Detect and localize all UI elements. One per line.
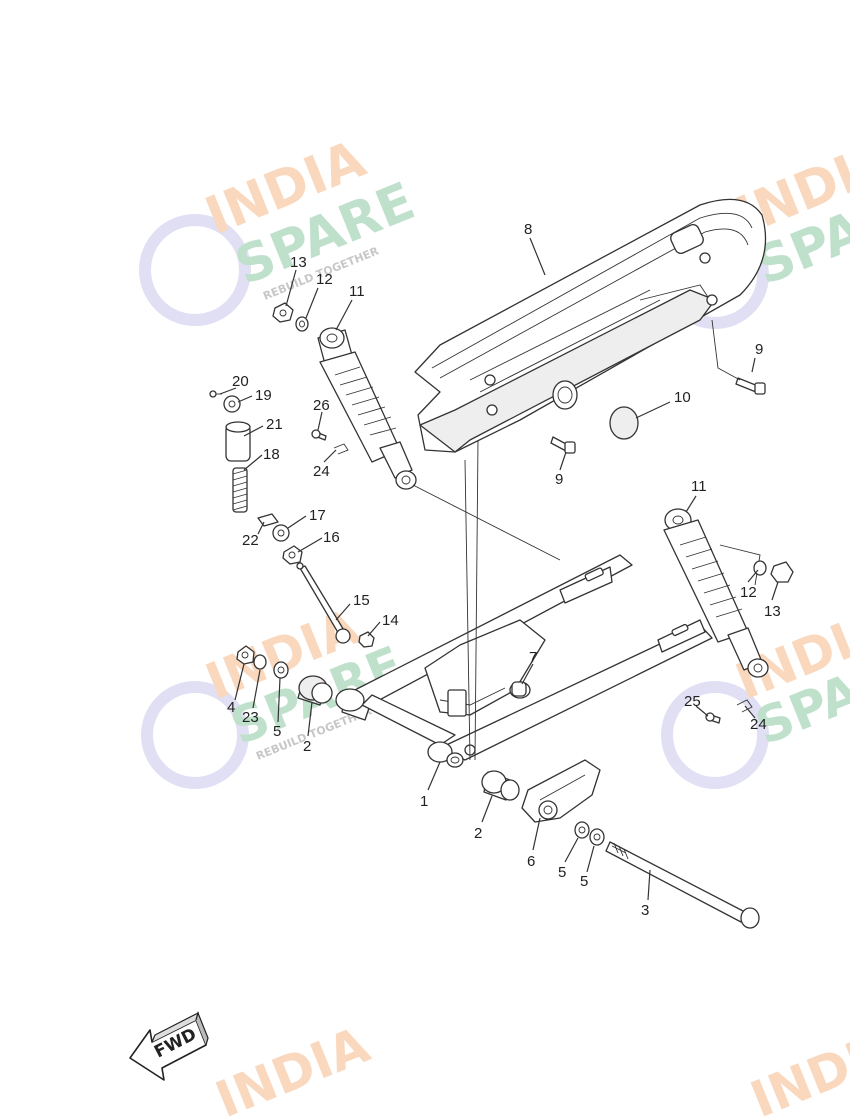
callout-14: 14 xyxy=(382,612,399,629)
damper-21 xyxy=(225,421,251,462)
washer-5-right-b xyxy=(589,828,605,846)
callout-9-top: 9 xyxy=(755,341,763,358)
rubber-stop-7 xyxy=(509,681,531,699)
adjuster-bolt-15 xyxy=(296,562,351,644)
callout-2-right: 2 xyxy=(474,825,482,842)
nut-13-right xyxy=(770,561,794,583)
callout-1: 1 xyxy=(420,793,428,810)
watermark-bottom: INDIA INDIA xyxy=(208,1016,850,1118)
watermark-line1: INDIA xyxy=(743,1016,850,1118)
callout-25: 25 xyxy=(684,693,701,710)
callout-21: 21 xyxy=(266,416,283,433)
callout-18: 18 xyxy=(263,446,280,463)
rear-shock-left xyxy=(317,327,417,490)
wrench-logo-icon xyxy=(661,681,769,789)
grommet-10 xyxy=(552,380,639,440)
watermark-top-left: INDIA SPARE REBUILD TOGETHER xyxy=(139,129,423,326)
callout-13-left: 13 xyxy=(290,254,307,271)
callout-10: 10 xyxy=(674,389,691,406)
holder-19 xyxy=(223,395,241,413)
callout-11-left: 11 xyxy=(349,283,365,300)
callout-4: 4 xyxy=(227,699,235,716)
clip-24-right xyxy=(736,699,753,713)
fwd-arrow-icon: FWD xyxy=(129,1011,209,1081)
nut-14 xyxy=(358,631,375,648)
washer-5-right-a xyxy=(574,821,590,839)
callout-19: 19 xyxy=(255,387,272,404)
chain-case xyxy=(414,198,767,453)
callout-9-bottom: 9 xyxy=(555,471,563,488)
washer-5-left xyxy=(273,661,289,679)
callout-17: 17 xyxy=(309,507,326,524)
callout-12-left: 12 xyxy=(316,271,333,288)
callout-16: 16 xyxy=(323,529,340,546)
callout-11-right: 11 xyxy=(691,478,707,495)
callout-6: 6 xyxy=(527,853,535,870)
clip-24-left xyxy=(333,443,349,455)
wrench-logo-icon xyxy=(139,214,251,326)
callout-22: 22 xyxy=(242,532,259,549)
rear-shock-right xyxy=(663,508,769,678)
callout-5-left: 5 xyxy=(273,723,281,740)
callout-8: 8 xyxy=(524,221,532,238)
bushing-2-left xyxy=(297,675,333,706)
callout-15: 15 xyxy=(353,592,370,609)
callout-26: 26 xyxy=(313,397,330,414)
bushing-2-right xyxy=(481,770,520,801)
callout-5-right-a: 5 xyxy=(558,864,566,881)
bolt-25 xyxy=(705,712,721,724)
callout-2-left: 2 xyxy=(303,738,311,755)
washer-12-left xyxy=(295,316,309,332)
spring-18 xyxy=(232,467,248,513)
callout-24-left: 24 xyxy=(313,463,330,480)
callout-23: 23 xyxy=(242,709,259,726)
callout-7: 7 xyxy=(529,649,537,666)
swing-arm xyxy=(335,554,713,768)
callout-24-right: 24 xyxy=(750,716,767,733)
nut-13-left xyxy=(272,302,294,323)
wrench-logo-icon xyxy=(141,681,249,789)
nut-16 xyxy=(282,545,303,565)
assembly-lines xyxy=(412,319,741,761)
callout-numbers: 8 9 10 9 13 12 11 11 20 19 21 26 18 24 1… xyxy=(227,221,781,919)
bolt-9-top xyxy=(735,377,766,395)
callout-12-right: 12 xyxy=(740,584,757,601)
callout-5-right-b: 5 xyxy=(580,873,588,890)
callout-13-right: 13 xyxy=(764,603,781,620)
watermark-line1: INDIA xyxy=(208,1016,378,1118)
callout-20: 20 xyxy=(232,373,249,390)
pivot-shaft-3 xyxy=(605,841,760,929)
nut-4 xyxy=(236,645,255,665)
washer-23 xyxy=(253,654,267,670)
bolt-9-bottom xyxy=(550,436,576,454)
collar-17 xyxy=(272,524,290,542)
leader-lines xyxy=(219,237,779,901)
washer-22 xyxy=(257,513,279,527)
bolt-26 xyxy=(311,429,327,441)
chain-puller-6 xyxy=(521,759,601,823)
callout-3: 3 xyxy=(641,902,649,919)
